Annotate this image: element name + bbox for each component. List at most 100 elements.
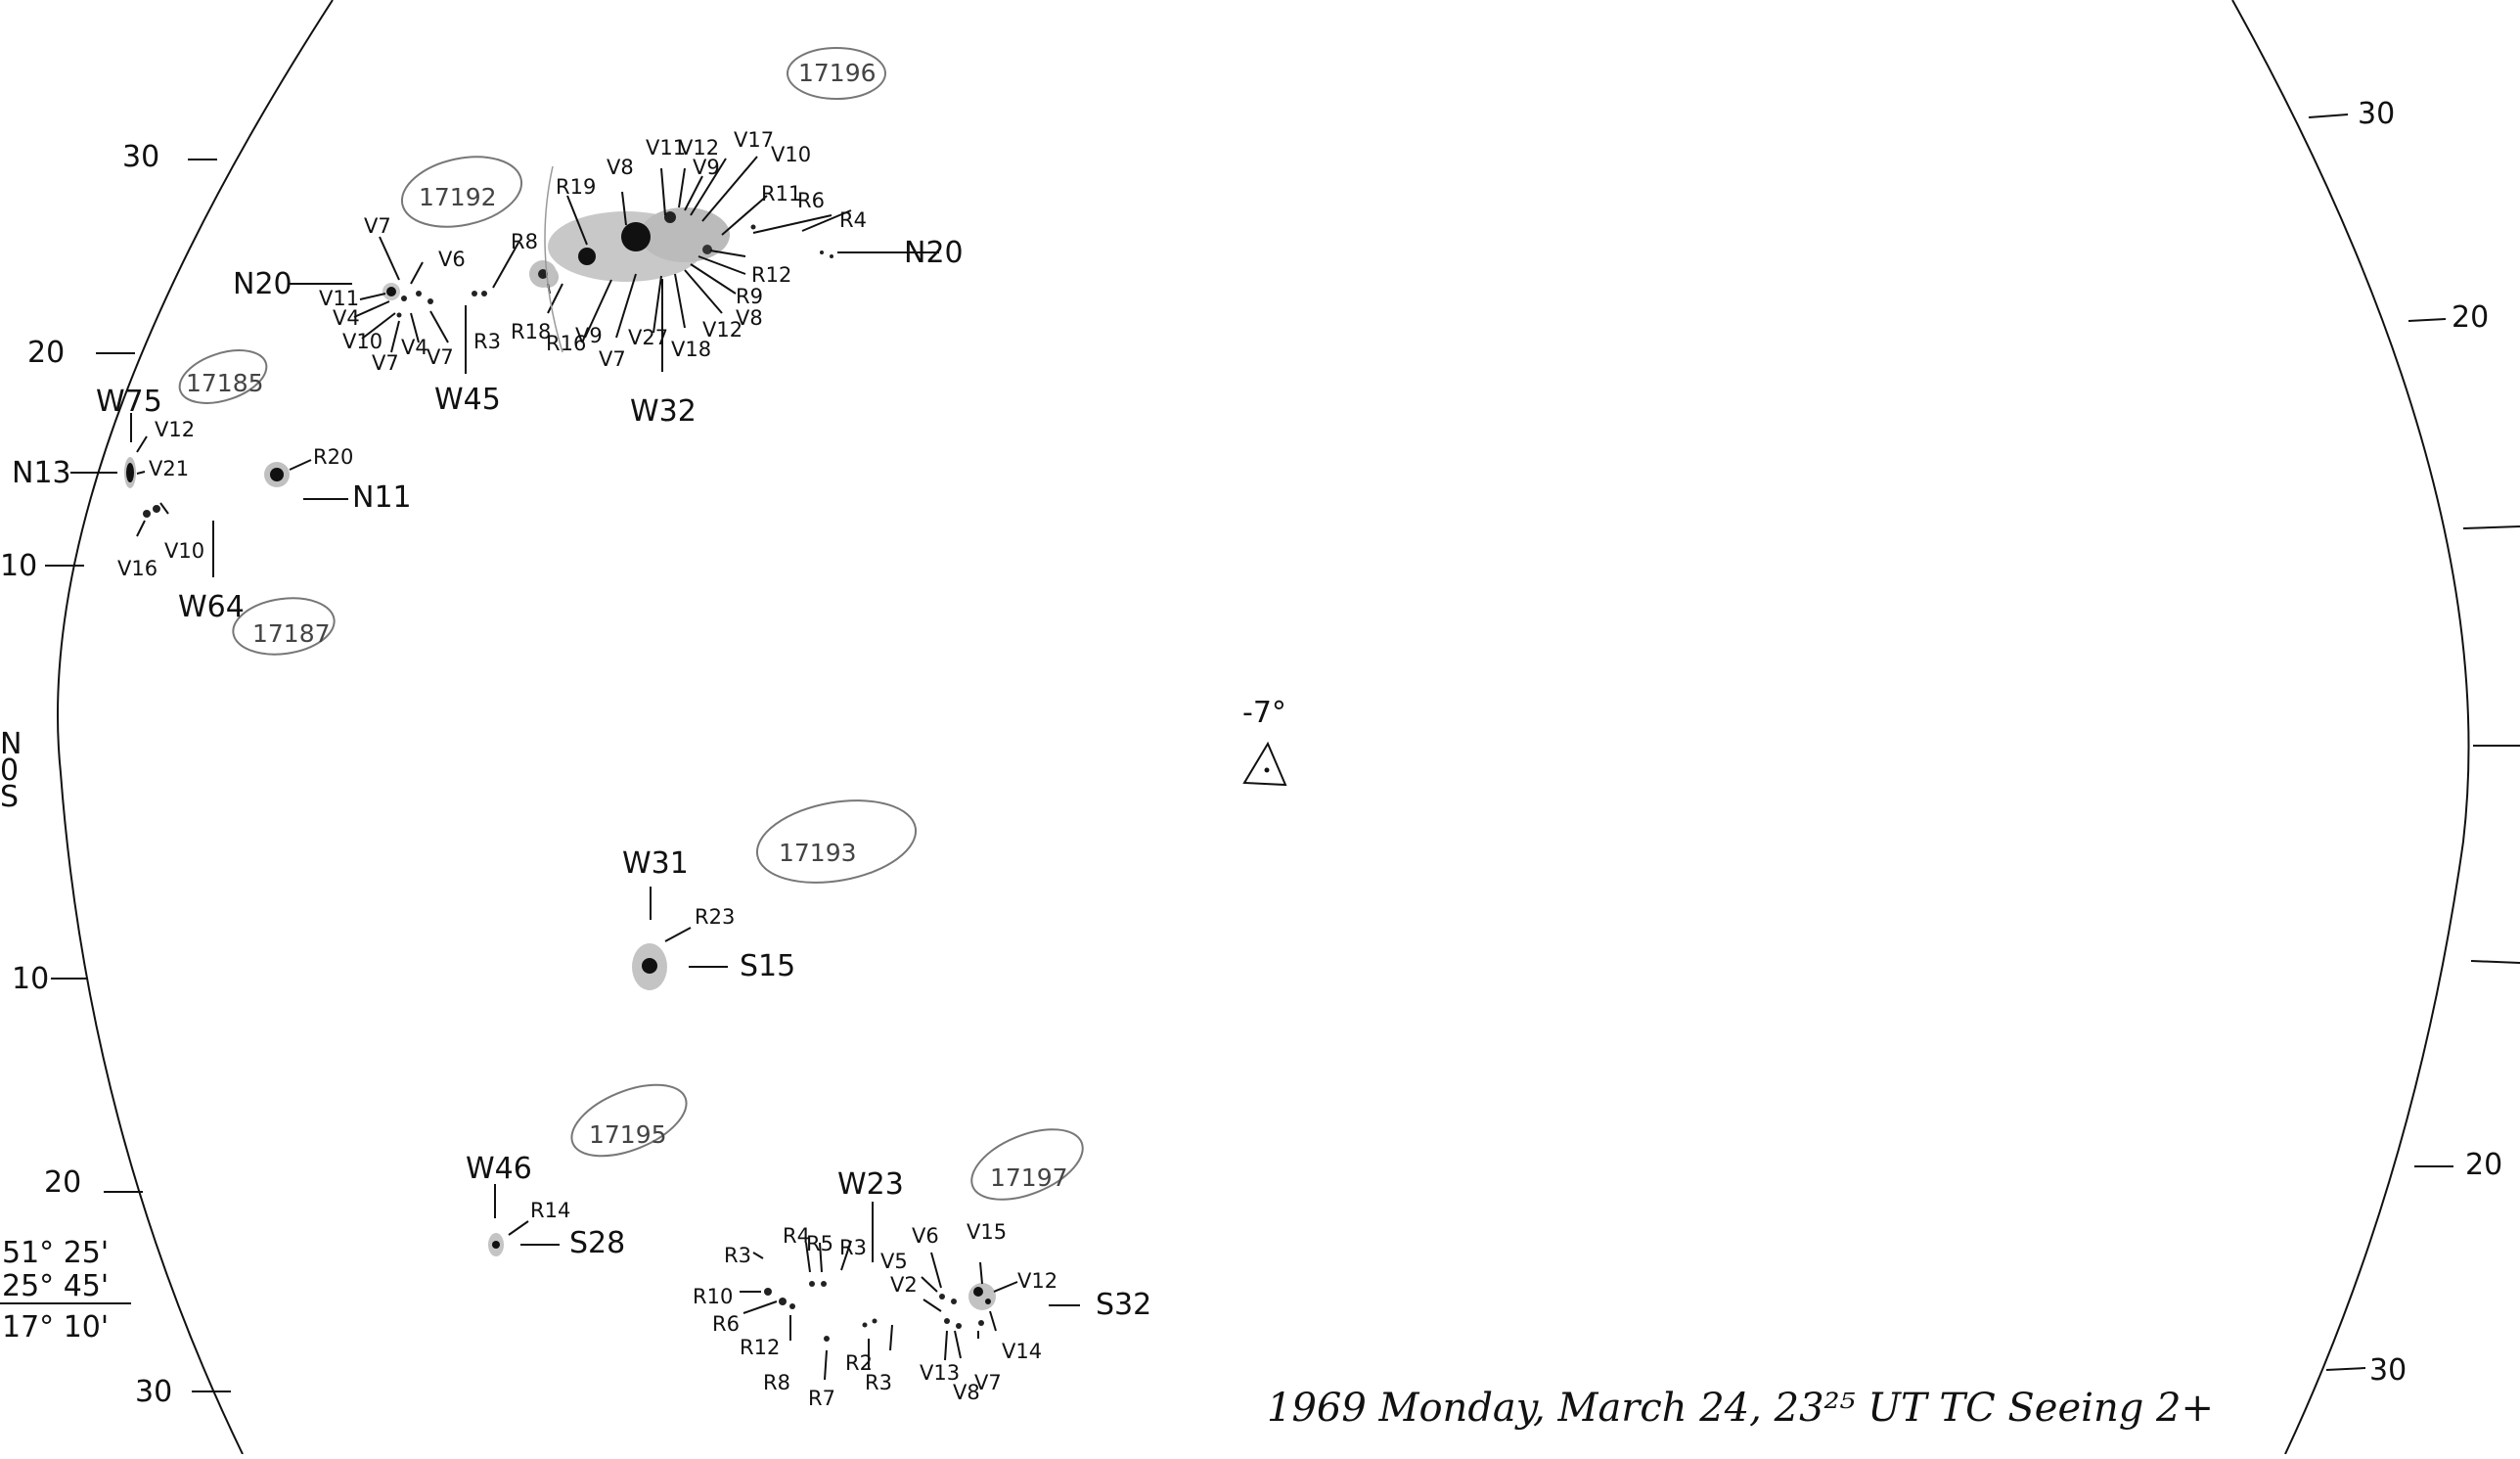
spot-label: V2: [890, 1273, 918, 1297]
spot-label: R4: [783, 1224, 810, 1248]
spot-label: V12: [702, 318, 742, 342]
spot-label: R11: [761, 182, 801, 205]
group-latitude: N20: [904, 236, 964, 270]
spot-label: R20: [313, 445, 353, 469]
left-latitude-scale: 30 20 10 N 0 S 10 20 30: [0, 140, 231, 1409]
spot-label: V10: [342, 330, 382, 353]
spot-label: V7: [427, 345, 454, 369]
spot-label: R14: [530, 1199, 570, 1222]
spot-label: R8: [763, 1371, 790, 1394]
spot-label: V6: [438, 248, 466, 271]
right-latitude-scale: 30 20 20 30: [2308, 97, 2520, 1388]
spot-label: V12: [679, 136, 719, 160]
group-number: 17196: [798, 59, 877, 87]
group-longitude: W45: [434, 383, 501, 417]
lat-label-left-n10: 10: [0, 549, 37, 583]
lat-label-left-s30: 30: [135, 1375, 172, 1409]
group-number: 17197: [990, 1163, 1068, 1192]
spot-label: V18: [671, 338, 711, 361]
lat-label-left-n20: 20: [27, 336, 65, 370]
spot-label: V16: [117, 557, 158, 580]
spot-label: V27: [628, 326, 668, 349]
lat-label-left-south: S: [0, 780, 19, 814]
spot-label: V21: [149, 457, 189, 480]
spot-label: V6: [912, 1224, 939, 1248]
spot-label: V5: [880, 1250, 908, 1273]
spot-label: V9: [575, 324, 603, 347]
lat-label-left-s10: 10: [12, 962, 49, 996]
spot-label: R18: [511, 320, 551, 343]
spot-label: V9: [693, 156, 720, 179]
lat-label-right-s30: 30: [2369, 1353, 2407, 1388]
sunspot-group-17197: 17197 W23 R3 R4 R5 R3 R10 R6 R12 R8 R7 R…: [693, 1128, 1151, 1410]
observation-caption: 1969 Monday, March 24, 23²⁵ UT TC Seeing…: [1267, 1386, 2214, 1431]
spot-label: R6: [797, 189, 825, 212]
spot-label: V13: [920, 1361, 960, 1385]
lat-label-right-s20: 20: [2465, 1148, 2502, 1182]
p-angle-label: -7°: [1242, 696, 1286, 730]
spot-label: V7: [974, 1371, 1002, 1394]
spot-label: V17: [734, 128, 774, 152]
group-latitude: N20: [233, 267, 292, 301]
spot-label: R16: [546, 332, 586, 355]
group-latitude: N13: [12, 456, 71, 490]
spot-label: V7: [372, 351, 399, 375]
spot-label: R3: [865, 1371, 892, 1394]
group-latitude: S32: [1096, 1288, 1151, 1322]
group-number: 17195: [589, 1120, 667, 1149]
group-latitude: S15: [740, 949, 795, 983]
spot-label: V11: [646, 136, 686, 160]
lat-label-left-n30: 30: [122, 140, 159, 174]
group-longitude: W23: [837, 1167, 904, 1202]
group-number: 17193: [779, 839, 857, 867]
spot-label: R3: [724, 1244, 751, 1267]
spot-label: R19: [556, 175, 596, 199]
group-number: 17187: [252, 619, 331, 648]
solar-limb-left: [57, 0, 334, 1455]
spot-label: R7: [808, 1387, 835, 1410]
lat-label-right-n30: 30: [2358, 97, 2395, 131]
spot-label: R12: [740, 1336, 780, 1359]
sunspot-group-17185: 17185 W75 V12 V21 V16 V10 N13: [12, 349, 268, 580]
ephemeris-block: 51° 25' 25° 45' 17° 10': [0, 1236, 131, 1345]
group-longitude: W46: [466, 1152, 532, 1186]
spot-umbra: [642, 958, 657, 974]
group-latitude: N11: [352, 480, 412, 515]
spot-label: R23: [695, 905, 735, 929]
spot-label: V14: [1002, 1340, 1042, 1363]
group-longitude: W32: [630, 394, 697, 429]
spot-label: R4: [839, 208, 867, 232]
lat-label-left-s20: 20: [44, 1165, 81, 1200]
lat-label-left-north: N: [0, 727, 22, 761]
group-longitude: W75: [96, 385, 162, 419]
group-longitude: W64: [178, 590, 245, 624]
ephemeris-l0: 25° 45': [2, 1269, 109, 1303]
group-longitude: W31: [622, 846, 689, 881]
spot-label: V15: [967, 1220, 1007, 1244]
spot-label: R3: [839, 1236, 867, 1259]
spot-label: V4: [401, 336, 428, 359]
spot-label: V10: [771, 143, 811, 166]
ephemeris-p: 17° 10': [2, 1310, 109, 1345]
p-angle-marker: -7°: [1242, 696, 1287, 787]
ephemeris-b0: 51° 25': [2, 1236, 109, 1270]
spot-label: V11: [319, 287, 359, 310]
spot-label: R3: [473, 330, 501, 353]
sunspot-group-17196: 17196 R19 V8 V11 V12 V9 V17 V10 R11 R6 R…: [511, 47, 964, 429]
group-number: 17192: [419, 183, 497, 211]
spot-label: R8: [511, 230, 538, 253]
solar-limb-right: [2231, 0, 2470, 1455]
spot-label: R2: [845, 1351, 873, 1375]
lat-label-right-n20: 20: [2452, 300, 2489, 335]
lat-label-left-equator: 0: [0, 753, 19, 788]
triangle-icon: [1242, 741, 1287, 787]
spot-label: V8: [607, 156, 634, 179]
spot-label: V12: [155, 418, 195, 441]
spot-label: R6: [712, 1312, 740, 1336]
spot-umbra: [621, 222, 651, 251]
spot-label: R9: [736, 285, 763, 308]
spot-label: V7: [364, 214, 391, 238]
sunspot-group-17192: 17192 V7 V6 R8 V11 V4 V10 V7 V4 V7 R3 W4…: [233, 156, 557, 417]
spot-label: V8: [736, 306, 763, 330]
